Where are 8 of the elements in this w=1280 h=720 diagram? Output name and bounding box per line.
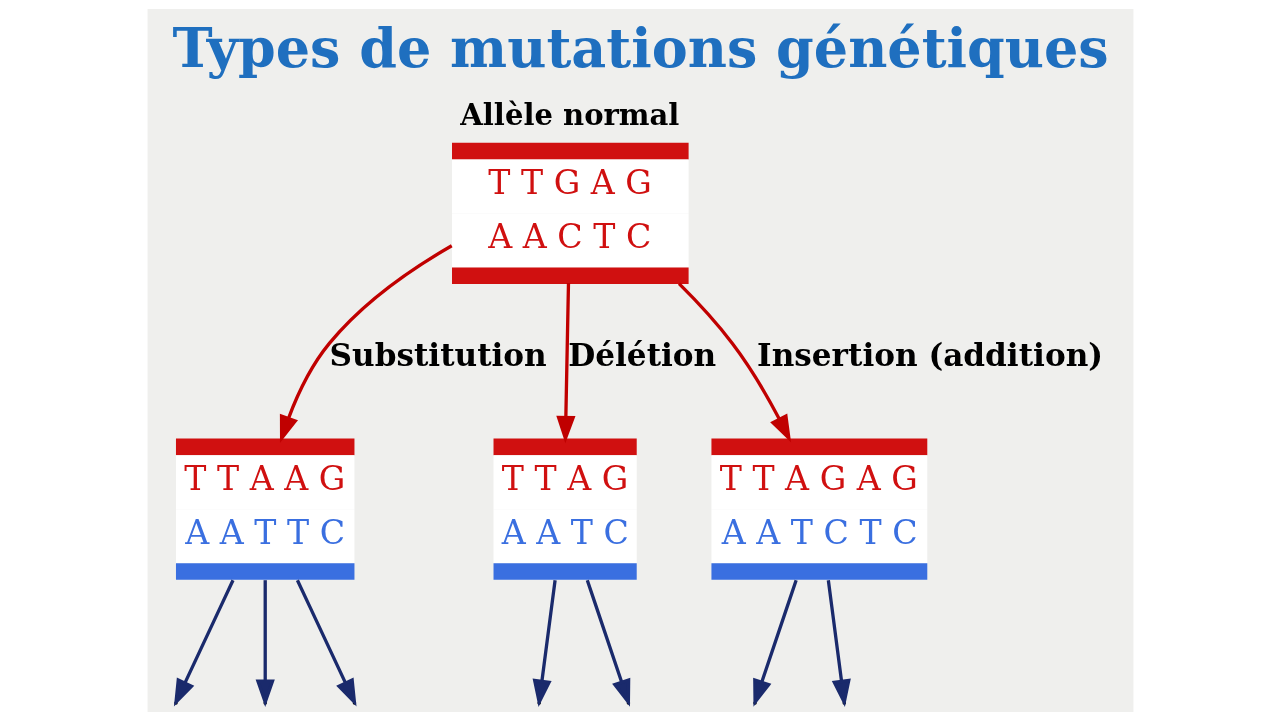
arrow [677,281,791,442]
edge-label: Insertion (addition) [756,336,1103,373]
arrow [279,243,453,443]
diagram-title: Types de mutations génétiques [171,15,1109,80]
node-label: Allèle normal [459,97,679,132]
arrow [555,282,575,443]
edge-label: Substitution [329,336,547,373]
edge-label: Délétion [567,336,716,373]
